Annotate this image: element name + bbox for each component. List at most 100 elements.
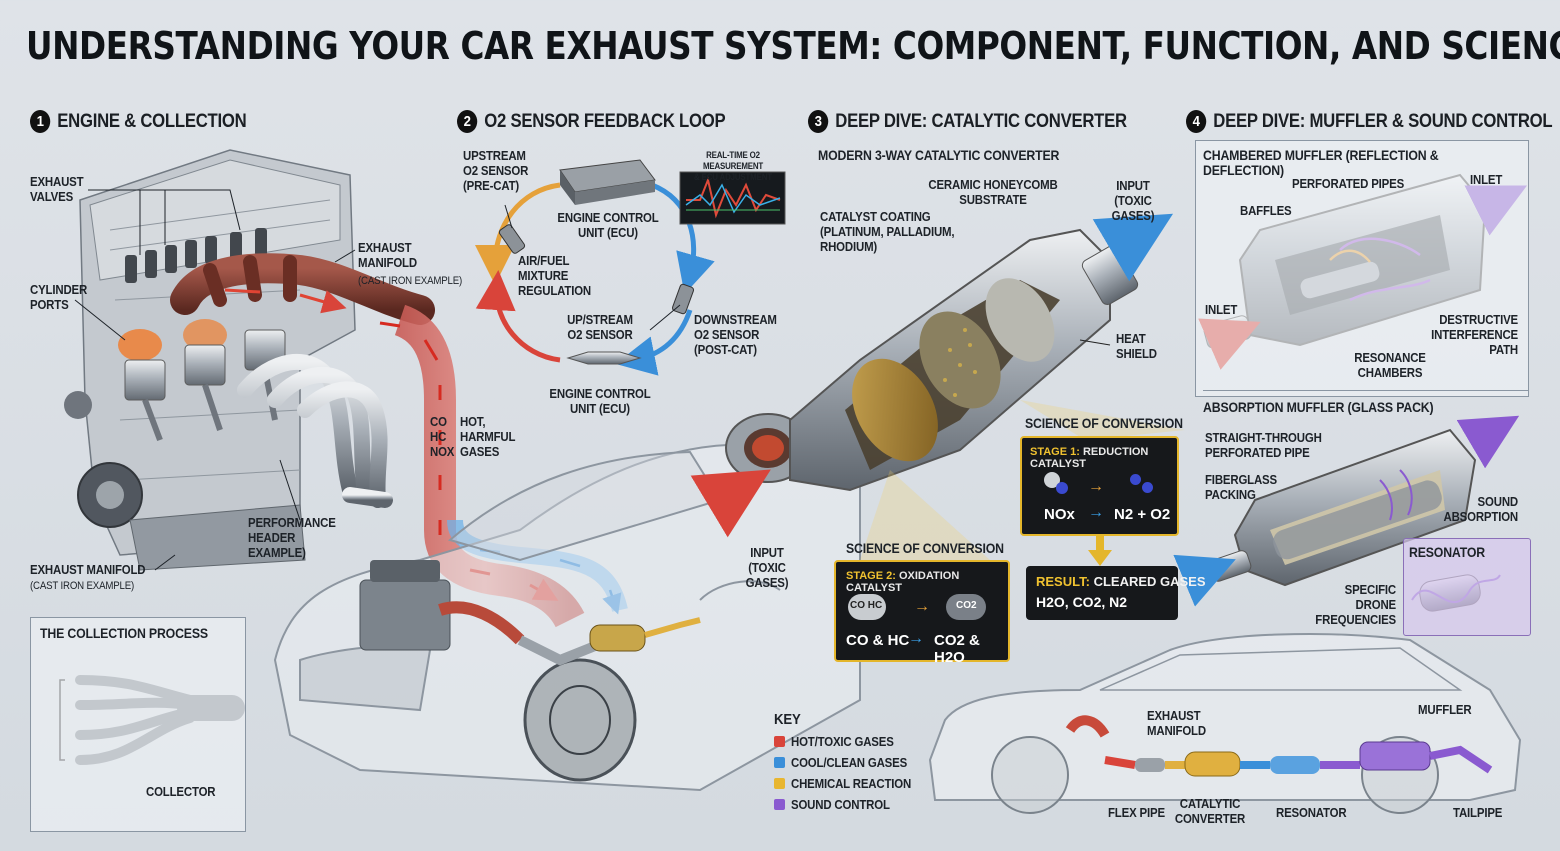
science2-lhs: CO & HC <box>846 632 910 649</box>
legend-item: HOT/TOXIC GASES <box>774 731 927 752</box>
science1-stage: STAGE 1: REDUCTION CATALYST <box>1030 446 1177 470</box>
label-air-fuel: AIR/FUEL MIXTURE REGULATION <box>518 253 592 298</box>
legend-item: CHEMICAL REACTION <box>774 773 927 794</box>
label-resonance: RESONANCE CHAMBERS <box>1354 350 1426 380</box>
label-honeycomb: CERAMIC HONEYCOMB SUBSTRATE <box>928 177 1058 207</box>
resonator-title: RESONATOR <box>1409 544 1485 560</box>
result-formula: H2O, CO2, N2 <box>1036 594 1128 610</box>
science2-icon-lhs: CO HC <box>850 600 883 611</box>
section-title: DEEP DIVE: CATALYTIC CONVERTER <box>835 110 1127 132</box>
science1-title: SCIENCE OF CONVERSION <box>1025 415 1183 431</box>
section-4-header: 4 DEEP DIVE: MUFFLER & SOUND CONTROL <box>1186 110 1553 133</box>
catalytic-converter-graphic <box>690 213 1174 538</box>
science2-rhs: CO2 & H2O <box>934 632 980 666</box>
science1-rhs: N2 + O2 <box>1114 506 1171 523</box>
label-realtime: REAL-TIME O2 MEASUREMENT & ECU ADJUSTMEN… <box>694 150 772 182</box>
label-cylinder-ports: CYLINDER PORTS <box>30 282 88 312</box>
label-hot-harmful-gases: HOT, HARMFUL GASES <box>460 414 516 459</box>
label-ecu-top: ENGINE CONTROL UNIT (ECU) <box>557 210 659 240</box>
label-upstream-sensor: UPSTREAM O2 SENSOR (PRE-CAT) <box>463 148 529 193</box>
label-side-resonator: RESONATOR <box>1276 805 1347 820</box>
section-3-header: 3 DEEP DIVE: CATALYTIC CONVERTER <box>808 110 1127 133</box>
section-number: 1 <box>30 110 51 133</box>
section-2-header: 2 O2 SENSOR FEEDBACK LOOP <box>457 110 726 133</box>
label-side-muffler: MUFFLER <box>1418 702 1472 717</box>
label-straight-through: STRAIGHT-THROUGH PERFORATED PIPE <box>1205 430 1322 460</box>
legend: KEY HOT/TOXIC GASES COOL/CLEAN GASES CHE… <box>774 712 927 815</box>
legend-swatch <box>774 736 785 747</box>
label-cast-iron: (CAST IRON EXAMPLE) <box>358 275 463 287</box>
absorption-muffler-graphic <box>1173 415 1520 607</box>
label-side-tailpipe: TAILPIPE <box>1453 805 1503 820</box>
o2-loop <box>475 159 786 376</box>
legend-label: SOUND CONTROL <box>791 797 890 812</box>
section-number: 2 <box>457 110 478 133</box>
stage-prefix: STAGE 1: <box>1030 446 1080 458</box>
section-title: O2 SENSOR FEEDBACK LOOP <box>484 110 726 132</box>
label-input-bottom: INPUT (TOXIC GASES) <box>745 545 789 590</box>
legend-label: COOL/CLEAN GASES <box>791 755 908 770</box>
label-drone: SPECIFIC DRONE FREQUENCIES <box>1315 582 1396 627</box>
section-number: 4 <box>1186 110 1207 133</box>
label-inlet-left: INLET <box>1205 302 1238 317</box>
label-ecu-bottom: ENGINE CONTROL UNIT (ECU) <box>549 386 651 416</box>
science2-icon-rhs: CO2 <box>956 600 977 611</box>
performance-header-graphic <box>237 354 393 508</box>
side-car-graphic <box>928 633 1522 814</box>
label-upstream2: UP/STREAM O2 SENSOR <box>567 312 633 342</box>
label-perforated-pipes: PERFORATED PIPES <box>1292 176 1405 191</box>
legend-swatch <box>774 757 785 768</box>
label-sound-absorption: SOUND ABSORPTION <box>1443 494 1518 524</box>
legend-label: CHEMICAL REACTION <box>791 776 912 791</box>
exhaust-manifold-graphic <box>170 253 435 325</box>
label-baffles: BAFFLES <box>1240 203 1292 218</box>
science2-title: SCIENCE OF CONVERSION <box>846 540 1004 556</box>
result-prefix: RESULT: <box>1036 574 1090 589</box>
stage-name: OXIDATION CATALYST <box>846 570 960 594</box>
label-collector: COLLECTOR <box>146 784 216 799</box>
legend-swatch <box>774 778 785 789</box>
collection-panel <box>30 617 246 832</box>
section-number: 3 <box>808 110 829 133</box>
label-gases-chem: CO HC NOx <box>430 414 455 459</box>
science1-lhs: NOx <box>1044 506 1075 523</box>
science1-box: STAGE 1: REDUCTION CATALYST → NOx → N2 +… <box>1020 436 1179 536</box>
label-side-manifold: EXHAUST MANIFOLD <box>1147 708 1206 738</box>
label-input-top: INPUT (TOXIC GASES) <box>1111 178 1155 223</box>
collection-title: THE COLLECTION PROCESS <box>40 625 208 641</box>
stage-prefix: STAGE 2: <box>846 570 896 582</box>
legend-label: HOT/TOXIC GASES <box>791 734 894 749</box>
science2-box: STAGE 2: OXIDATION CATALYST CO HC → CO2 … <box>834 560 1010 666</box>
page-title: UNDERSTANDING YOUR CAR EXHAUST SYSTEM: C… <box>26 24 1560 68</box>
legend-title: KEY <box>774 711 801 728</box>
label-manifold-bottom: EXHAUST MANIFOLD <box>30 562 146 577</box>
section-title: ENGINE & COLLECTION <box>57 110 247 132</box>
label-side-flex-pipe: FLEX PIPE <box>1108 805 1165 820</box>
label-performance-header: PERFORMANCE HEADER EXAMPLE) <box>248 515 336 560</box>
label-destructive: DESTRUCTIVE INTERFERENCE PATH <box>1431 312 1518 357</box>
result-text: CLEARED GASES <box>1093 574 1206 589</box>
label-side-catalytic: CATALYTIC CONVERTER <box>1174 796 1246 826</box>
stage-name: REDUCTION CATALYST <box>1030 446 1149 470</box>
absorption-title: ABSORPTION MUFFLER (GLASS PACK) <box>1203 399 1434 415</box>
label-fiberglass: FIBERGLASS PACKING <box>1205 472 1277 502</box>
chambered-panel <box>1195 140 1529 397</box>
result-box: RESULT: CLEARED GASES H2O, CO2, N2 <box>1026 566 1206 620</box>
science2-stage: STAGE 2: OXIDATION CATALYST <box>846 570 1008 594</box>
label-heat-shield: HEAT SHIELD <box>1116 331 1157 361</box>
legend-item: SOUND CONTROL <box>774 794 927 815</box>
car-engine <box>359 560 701 666</box>
divider <box>1203 390 1529 391</box>
chambered-title: CHAMBERED MUFFLER (REFLECTION & DEFLECTI… <box>1203 147 1439 178</box>
label-cast-iron-bottom: (CAST IRON EXAMPLE) <box>30 580 135 592</box>
label-catalyst-coating: CATALYST COATING (PLATINUM, PALLADIUM, R… <box>820 209 955 254</box>
section-1-header: 1 ENGINE & COLLECTION <box>30 110 247 133</box>
legend-item: COOL/CLEAN GASES <box>774 752 927 773</box>
label-exhaust-manifold: EXHAUST MANIFOLD <box>358 240 417 270</box>
resonator-panel <box>1403 538 1531 636</box>
label-exhaust-valves: EXHAUST VALVES <box>30 174 84 204</box>
engine-block <box>64 149 356 571</box>
section-title: DEEP DIVE: MUFFLER & SOUND CONTROL <box>1213 110 1553 132</box>
legend-swatch <box>774 799 785 810</box>
